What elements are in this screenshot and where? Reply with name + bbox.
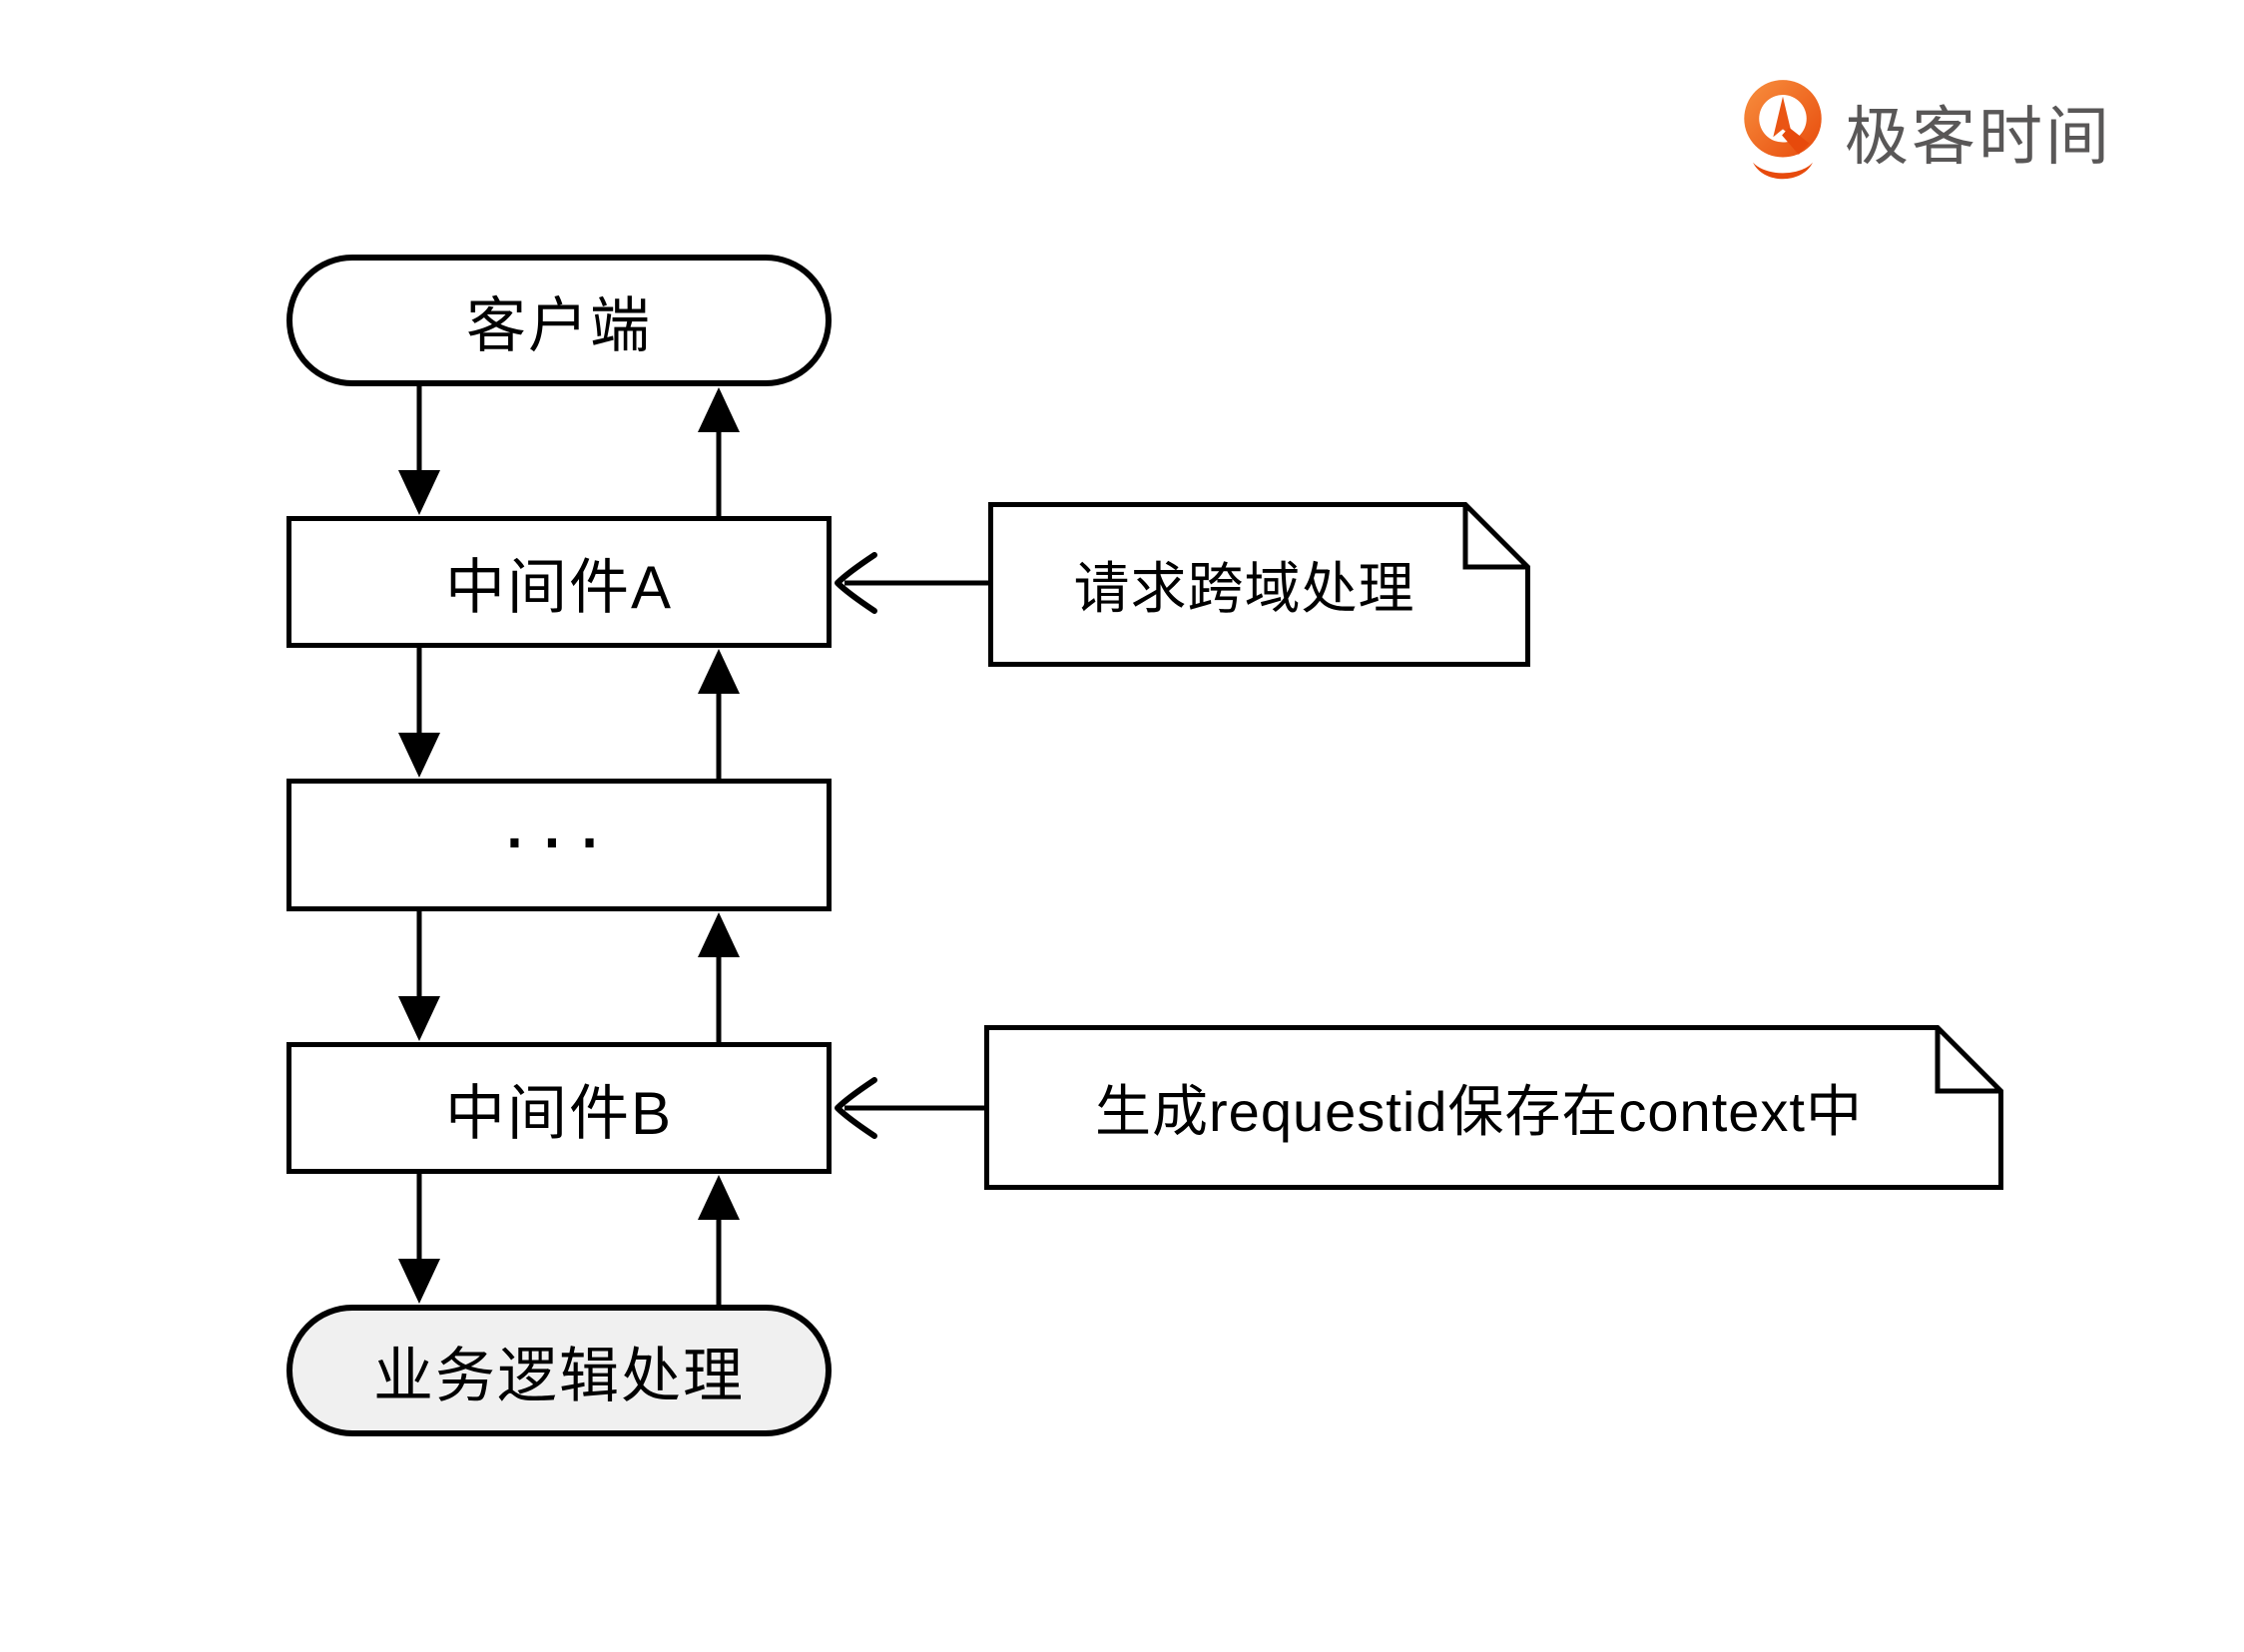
node-ellipsis-label: ... <box>502 771 616 866</box>
brand-logo: 极客时间 <box>1739 78 2112 186</box>
node-client-label: 客户端 <box>466 291 652 359</box>
open-arrowhead-2 <box>835 1077 877 1139</box>
node-ellipsis: ... <box>286 772 832 911</box>
note-requestid: 生成requestid保存在context中 <box>984 1025 2003 1190</box>
arrowhead-up-1 <box>698 387 740 432</box>
note-shape-icon <box>984 1025 2003 1190</box>
note-requestid-label: 生成requestid保存在context中 <box>1095 1080 1863 1143</box>
note-shape-icon <box>988 502 1530 667</box>
arrowhead-up-3 <box>698 912 740 957</box>
geektime-pin-icon <box>1744 80 1822 180</box>
note-cross-domain: 请求跨域处理 <box>988 502 1530 667</box>
node-client: 客户端 <box>286 255 832 386</box>
node-middleware-a: 中间件A <box>286 516 832 648</box>
note-cross-domain-label: 请求跨域处理 <box>1073 557 1415 620</box>
node-middleware-b-label: 中间件B <box>444 1079 674 1147</box>
brand-logo-text: 极客时间 <box>1845 101 2112 173</box>
arrowhead-down-4 <box>398 1259 440 1304</box>
arrowhead-down-2 <box>398 733 440 778</box>
node-middleware-a-label: 中间件A <box>444 553 674 621</box>
arrowhead-up-4 <box>698 1175 740 1220</box>
open-arrowhead-1 <box>835 552 877 614</box>
node-business-logic: 业务逻辑处理 <box>286 1305 832 1436</box>
node-middleware-b: 中间件B <box>286 1042 832 1174</box>
node-business-logic-label: 业务逻辑处理 <box>373 1342 745 1409</box>
arrowhead-up-2 <box>698 649 740 694</box>
arrowhead-down-3 <box>398 996 440 1041</box>
arrowhead-down-1 <box>398 470 440 515</box>
